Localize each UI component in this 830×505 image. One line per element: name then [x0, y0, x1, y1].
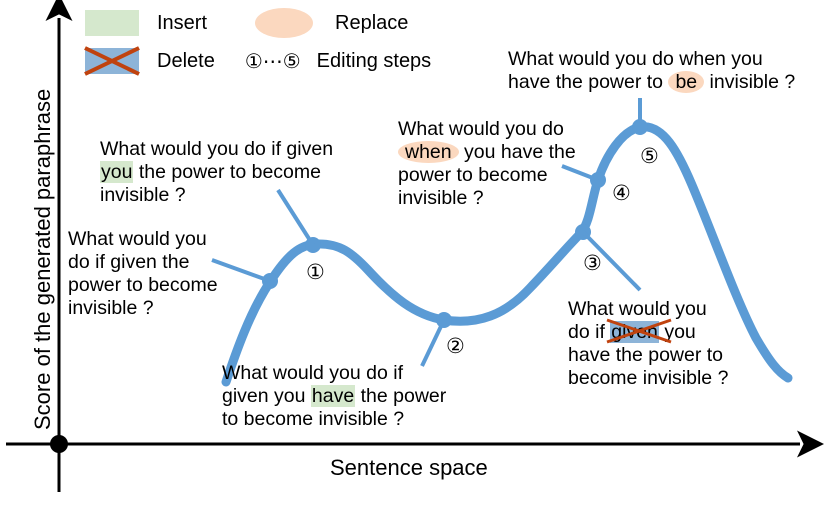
legend-item-replace: Replace: [255, 8, 408, 38]
annot-step3-line2: do if given you: [568, 318, 783, 344]
annot-step3-line4: become invisible ?: [568, 367, 729, 389]
legend-label-delete: Delete: [157, 49, 215, 72]
annot-step1-line2: you the power to become: [100, 161, 360, 184]
delete-swatch-icon: [84, 46, 140, 76]
legend-row-bottom: Delete ①⋯⑤ Editing steps: [84, 46, 431, 76]
annot-base-line1: What would you: [68, 228, 207, 250]
annotation-step-1: What would you do if given you the power…: [100, 138, 360, 207]
leader-step2: [420, 319, 446, 367]
legend-item-delete: Delete: [84, 46, 215, 76]
insert-highlight-have: have: [310, 385, 356, 407]
y-axis-label: Score of the generated paraphrase: [30, 88, 55, 430]
legend: Insert Replace Delete ①⋯⑤ Editing steps: [84, 8, 475, 78]
step-marker-5: ⑤: [640, 145, 659, 168]
annot-step2-line1: What would you do if: [222, 362, 404, 384]
annotation-step-2: What would you do if given you have the …: [222, 362, 502, 431]
annot-step3-line3: have the power to: [568, 344, 724, 366]
annot-step4-line4: invisible ?: [398, 187, 484, 209]
annotation-step-3: What would you do if given you have the …: [568, 298, 783, 390]
x-axis-label: Sentence space: [330, 455, 488, 480]
legend-label-replace: Replace: [335, 11, 409, 34]
annot-step5-line2: have the power to be invisible ?: [508, 71, 828, 94]
step-marker-1: ①: [306, 261, 325, 284]
annot-step4-line2: when you have the: [398, 141, 598, 164]
origin-dot: [50, 435, 68, 453]
insert-highlight-you: you: [100, 161, 134, 183]
delete-highlight-given: given: [606, 318, 672, 344]
annot-step5-line2-post: invisible ?: [704, 71, 796, 93]
legend-row-top: Insert Replace: [85, 8, 408, 38]
annot-step3-line1: What would you: [568, 298, 707, 320]
step-marker-4: ④: [612, 182, 631, 205]
legend-label-insert: Insert: [157, 11, 208, 34]
annotation-original-sentence: What would you do if given the power to …: [68, 228, 238, 320]
leader-step1: [276, 188, 315, 247]
annot-step5-line2-pre: have the power to: [508, 71, 669, 93]
annot-base-line2: do if given the: [68, 251, 190, 273]
annotation-step-4: What would you do when you have the powe…: [398, 118, 598, 210]
leader-step4: [561, 164, 599, 182]
step-marker-2: ②: [446, 335, 465, 358]
replace-swatch-icon: [255, 8, 314, 38]
replace-highlight-when: when: [398, 141, 459, 163]
annot-step2-line2-post: the power: [355, 385, 447, 407]
delete-cross-icon: [606, 318, 672, 344]
annot-step2-line3: to become invisible ?: [222, 408, 405, 430]
annot-step4-line1: What would you do: [398, 118, 564, 140]
annot-step3-line2-post: you: [658, 321, 696, 343]
annotation-step-5: What would you do when you have the powe…: [508, 48, 828, 94]
leader-base: [211, 258, 271, 283]
annot-base-line4: invisible ?: [68, 297, 154, 319]
annot-step3-line2-pre: do if: [568, 321, 611, 343]
step-marker-3: ③: [583, 252, 602, 275]
legend-item-insert: Insert: [85, 10, 207, 36]
annot-base-line3: power to become: [68, 274, 218, 296]
legend-label-steps: Editing steps: [316, 49, 432, 72]
annot-step5-line1: What would you do when you: [508, 48, 763, 70]
replace-highlight-be: be: [668, 71, 705, 93]
editing-steps-symbols-icon: ①⋯⑤: [244, 50, 301, 73]
annot-step2-line2: given you have the power: [222, 385, 502, 408]
annot-step1-line3: invisible ?: [100, 184, 186, 206]
annot-step2-line2-pre: given you: [222, 385, 311, 407]
leader-step3: [581, 230, 642, 292]
insert-swatch-icon: [85, 10, 139, 36]
annot-step4-line3: power to become: [398, 164, 548, 186]
legend-item-steps: ①⋯⑤ Editing steps: [245, 49, 431, 74]
annot-step1-line2-rest: the power to become: [133, 161, 321, 183]
annot-step1-line1: What would you do if given: [100, 138, 334, 160]
annot-step4-line2-rest: you have the: [458, 141, 576, 163]
